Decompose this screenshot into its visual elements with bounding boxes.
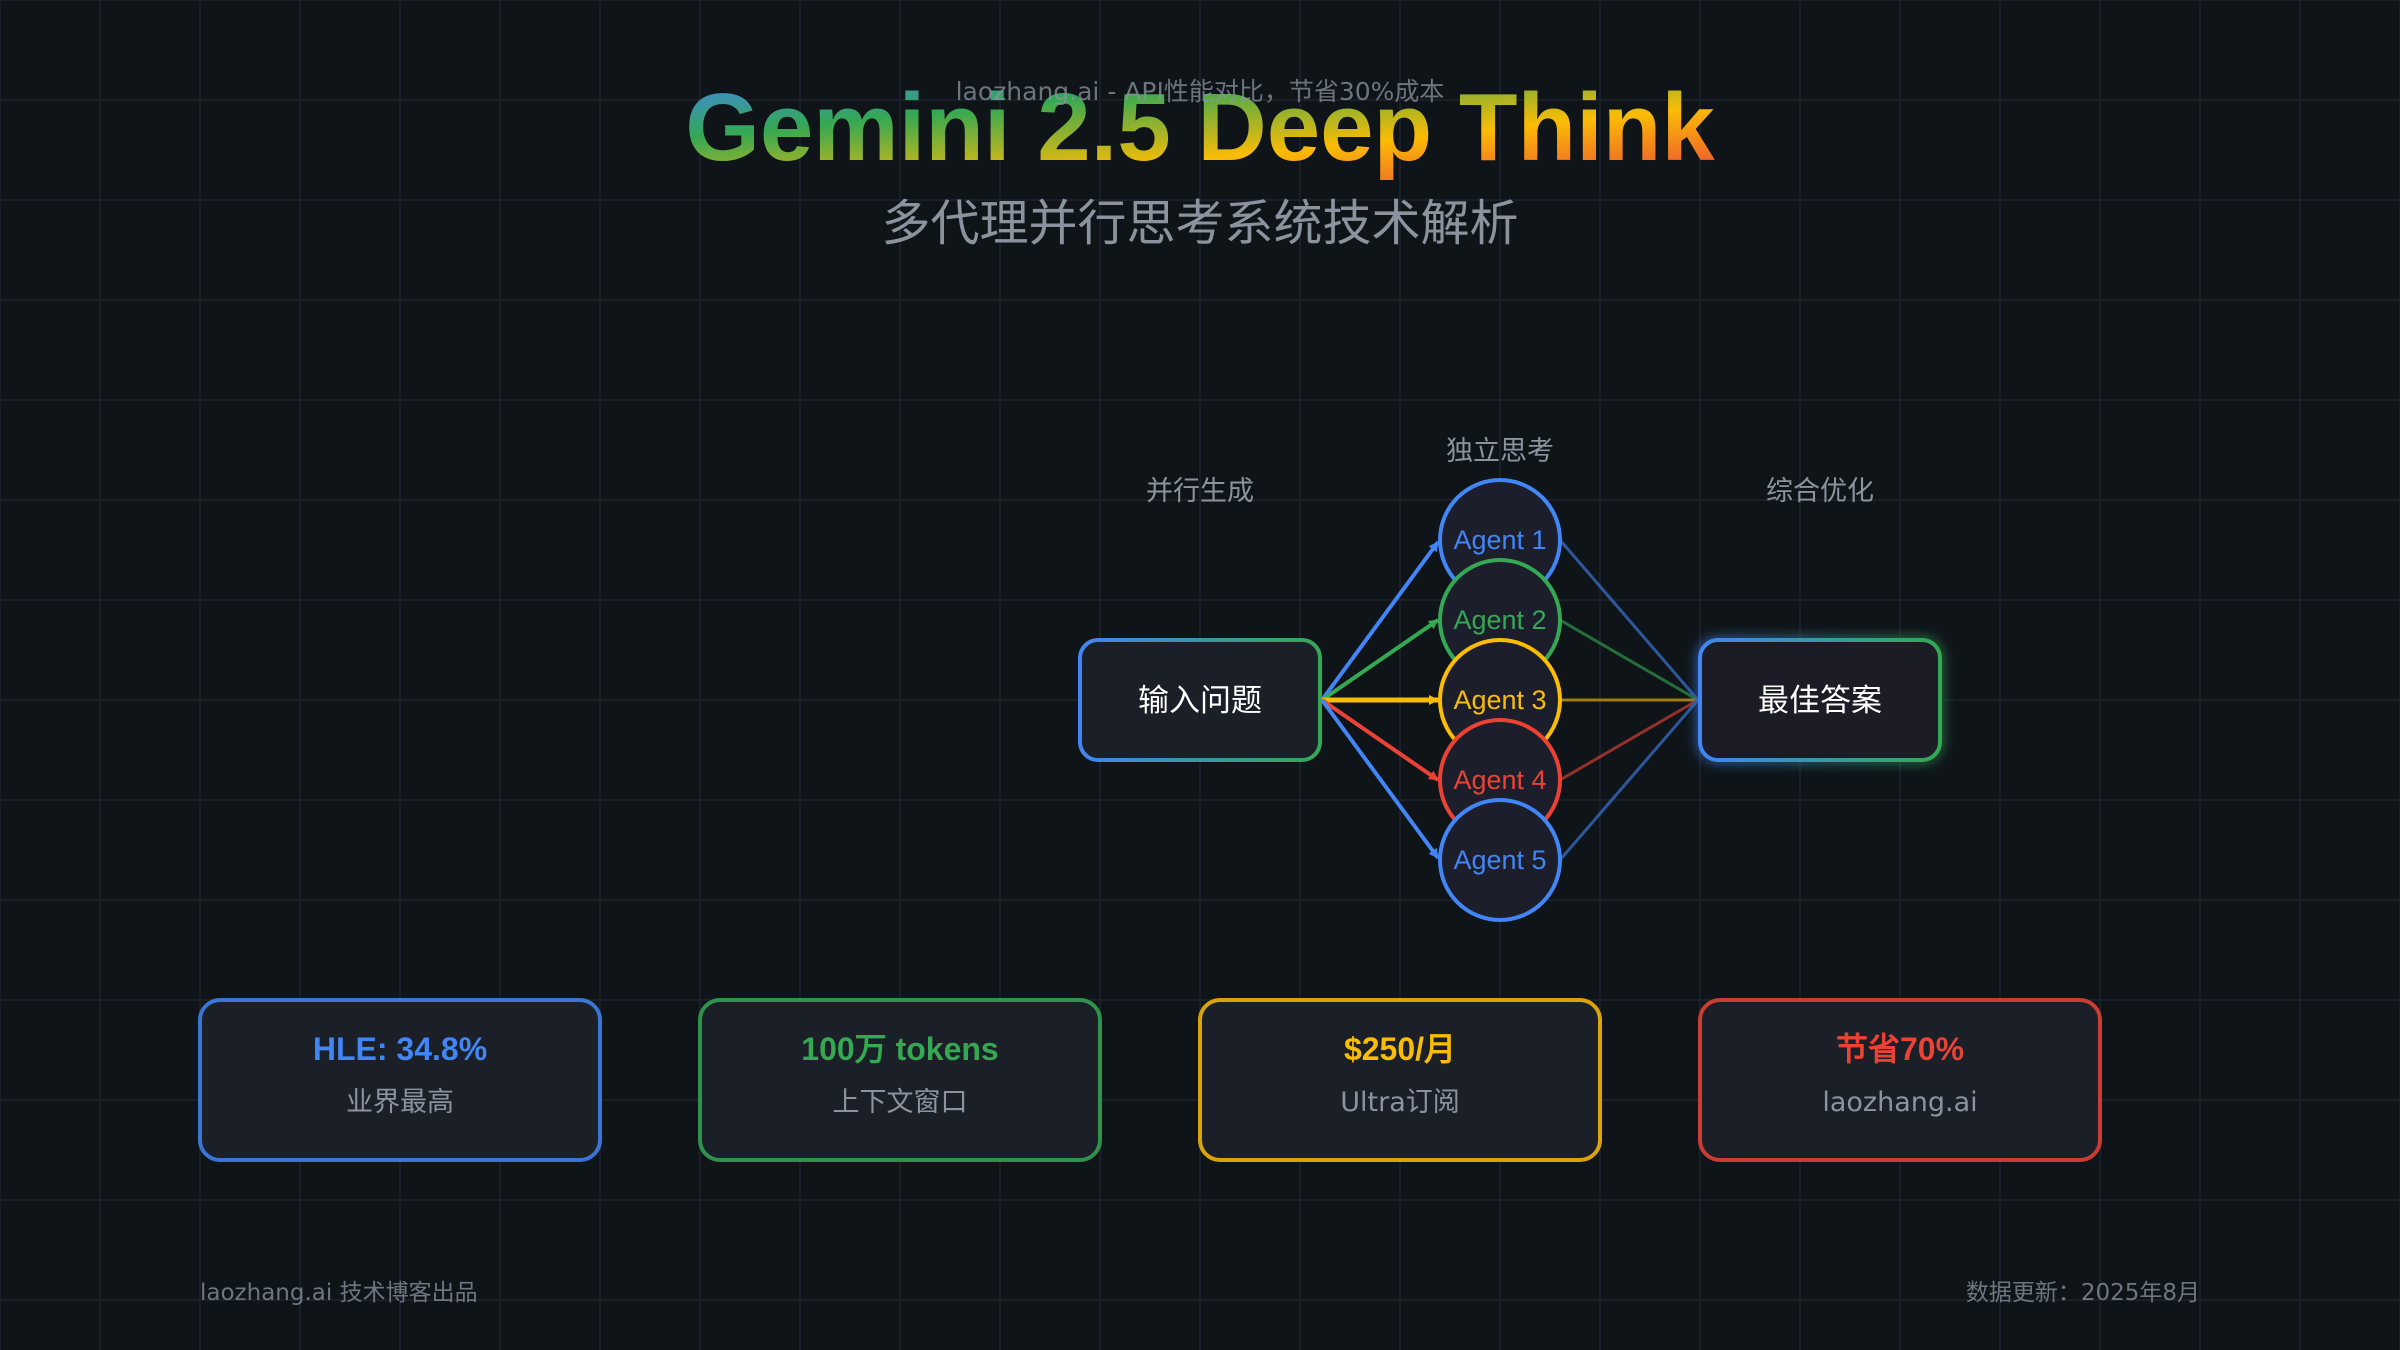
stat-value: $250/月: [1344, 1031, 1456, 1067]
input-box-label: 输入问题: [1138, 683, 1262, 719]
stat-caption: 业界最高: [346, 1087, 454, 1118]
agent-node-5: Agent 5: [1438, 798, 1562, 922]
stat-value: 节省70%: [1836, 1031, 1964, 1067]
watermark-text: laozhang.ai - API性能对比，节省30%成本: [956, 77, 1445, 106]
connector-agent1-output: [1558, 539, 1700, 701]
stat-card-frame: [1198, 998, 1602, 1162]
footer-credit: laozhang.ai 技术博客出品: [200, 1280, 478, 1306]
stage-label-synthesis: 综合优化: [1766, 476, 1874, 507]
stat-value: 100万 tokens: [801, 1031, 998, 1067]
agent-label: Agent 2: [1453, 605, 1546, 635]
stat-caption: 上下文窗口: [833, 1087, 968, 1118]
arrow-to-agent4: [1320, 698, 1440, 782]
page-title: Gemini 2.5 Deep Think: [685, 74, 1715, 181]
connector-agent5-output: [1558, 699, 1700, 861]
input-node: 输入问题: [1078, 638, 1322, 762]
output-box-label: 最佳答案: [1758, 683, 1882, 719]
arrow-to-agent5: [1320, 698, 1440, 860]
connector-agent2-output: [1559, 618, 1699, 702]
stage-label-parallel-generation: 并行生成: [1146, 476, 1254, 507]
stage-label-independent-thinking: 独立思考: [1446, 436, 1554, 467]
convergence-lines: [1558, 539, 1700, 861]
agent-label: Agent 5: [1453, 845, 1546, 875]
agent-label: Agent 4: [1453, 765, 1546, 795]
agent-circle: [1438, 798, 1562, 922]
output-node: 最佳答案: [1698, 638, 1942, 762]
output-box: [1698, 638, 1942, 762]
stat-card-frame: [1698, 998, 2102, 1162]
agent-label: Agent 1: [1453, 525, 1546, 555]
page-subtitle: 多代理并行思考系统技术解析: [881, 195, 1518, 252]
agent-nodes: Agent 1 Agent 2 Agent 3 Agent 4 Agent 5: [1438, 478, 1562, 922]
stat-value: HLE: 34.8%: [313, 1031, 487, 1067]
arrow-to-agent1: [1320, 540, 1440, 702]
agent-label: Agent 3: [1453, 685, 1546, 715]
header: Gemini 2.5 Deep Think laozhang.ai - API性…: [685, 74, 1715, 252]
stat-cards: HLE: 34.8% 业界最高 100万 tokens 上下文窗口 $250/月…: [198, 998, 2102, 1162]
stat-card-frame: [198, 998, 602, 1162]
fan-out-arrows: [1320, 540, 1440, 860]
stage-labels: 并行生成 独立思考 综合优化: [1146, 436, 1874, 507]
stat-card-hle: HLE: 34.8% 业界最高: [198, 998, 602, 1162]
stat-caption: laozhang.ai: [1822, 1087, 1977, 1118]
input-box: [1078, 638, 1322, 762]
stat-card-savings: 节省70% laozhang.ai: [1698, 998, 2102, 1162]
footer-updated-date: 数据更新：2025年8月: [1966, 1280, 2200, 1306]
connector-agent4-output: [1559, 698, 1699, 782]
arrow-to-agent2: [1320, 618, 1440, 702]
footer: laozhang.ai 技术博客出品 数据更新：2025年8月: [200, 1280, 2200, 1306]
stat-card-price: $250/月 Ultra订阅: [1198, 998, 1602, 1162]
stat-card-frame: [698, 998, 1102, 1162]
stat-caption: Ultra订阅: [1340, 1087, 1460, 1118]
stat-card-context: 100万 tokens 上下文窗口: [698, 998, 1102, 1162]
